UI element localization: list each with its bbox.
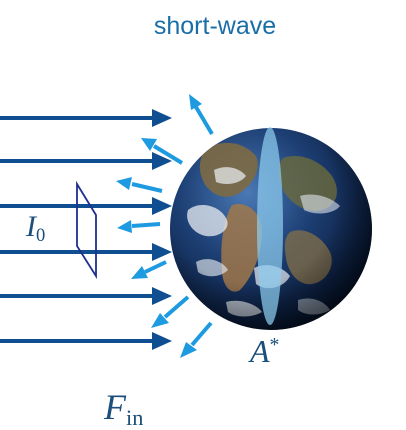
incoming-arrow (0, 109, 172, 127)
reflected-arrow (131, 260, 167, 279)
incoming-arrows (0, 109, 172, 350)
reflected-arrows (116, 94, 214, 358)
reflected-arrow (116, 177, 163, 193)
incoming-arrow (0, 332, 172, 350)
incident-intensity-label: I0 (26, 210, 46, 247)
reflected-arrow (117, 220, 161, 233)
cross-section-disc (257, 127, 283, 325)
reflected-arrow (180, 321, 213, 358)
aperture-parallelogram (76, 180, 97, 280)
diagram-title: short-wave (153, 12, 277, 40)
incoming-arrow (0, 287, 172, 305)
incoming-flux-label: Fin (104, 387, 144, 430)
reflected-arrow (151, 295, 190, 328)
albedo-label: A* (250, 333, 280, 369)
reflected-arrow (189, 94, 214, 136)
incoming-arrow (0, 243, 172, 261)
incoming-arrow (0, 152, 172, 170)
reflected-arrow (141, 138, 184, 165)
